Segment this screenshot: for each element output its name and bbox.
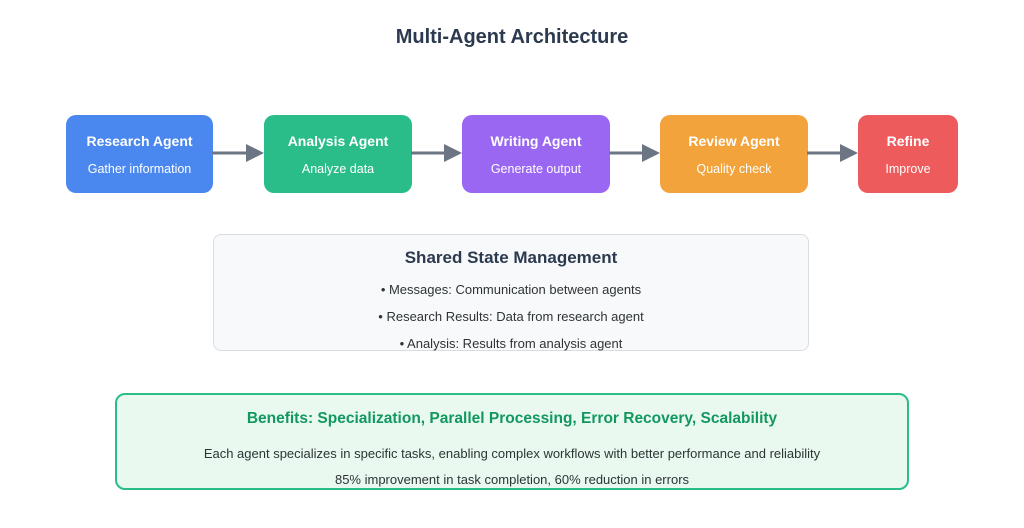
agent-box-refine: Refine Improve xyxy=(858,115,958,193)
arrow-line xyxy=(212,151,248,155)
flow-arrow-icon xyxy=(212,144,264,162)
arrow-head xyxy=(246,144,264,162)
agent-name: Writing Agent xyxy=(490,132,582,149)
agent-name: Research Agent xyxy=(86,132,193,149)
benefits-metrics: 85% improvement in task completion, 60% … xyxy=(334,472,690,487)
agent-box-writing: Writing Agent Generate output xyxy=(462,115,610,193)
shared-state-title: Shared State Management xyxy=(404,248,618,267)
agent-box-review: Review Agent Quality check xyxy=(660,115,808,193)
arrow-line xyxy=(411,151,446,155)
arrow-head xyxy=(642,144,660,162)
agent-name: Analysis Agent xyxy=(287,132,389,149)
arrow-head xyxy=(444,144,462,162)
agent-box-research: Research Agent Gather information xyxy=(66,115,213,193)
flow-arrow-icon xyxy=(609,144,660,162)
benefits-panel: Benefits: Specialization, Parallel Proce… xyxy=(115,393,909,490)
agent-description: Gather information xyxy=(87,161,192,176)
shared-state-item: • Messages: Communication between agents xyxy=(380,282,642,297)
arrow-head xyxy=(840,144,858,162)
flow-arrow-icon xyxy=(807,144,858,162)
benefits-title: Benefits: Specialization, Parallel Proce… xyxy=(246,410,778,427)
arrow-line xyxy=(609,151,644,155)
agent-name: Review Agent xyxy=(688,132,780,149)
agent-name: Refine xyxy=(886,132,930,149)
agent-description: Improve xyxy=(885,161,931,176)
agent-box-analysis: Analysis Agent Analyze data xyxy=(264,115,412,193)
agent-description: Analyze data xyxy=(301,161,375,176)
flow-arrow-icon xyxy=(411,144,462,162)
arrow-line xyxy=(807,151,842,155)
agent-description: Generate output xyxy=(490,161,582,176)
shared-state-panel: Shared State Management • Messages: Comm… xyxy=(213,234,809,351)
shared-state-item: • Analysis: Results from analysis agent xyxy=(399,336,623,351)
page-title: Multi-Agent Architecture xyxy=(395,26,629,48)
agent-description: Quality check xyxy=(696,161,772,176)
shared-state-item: • Research Results: Data from research a… xyxy=(378,309,644,324)
benefits-description: Each agent specializes in specific tasks… xyxy=(203,446,821,461)
